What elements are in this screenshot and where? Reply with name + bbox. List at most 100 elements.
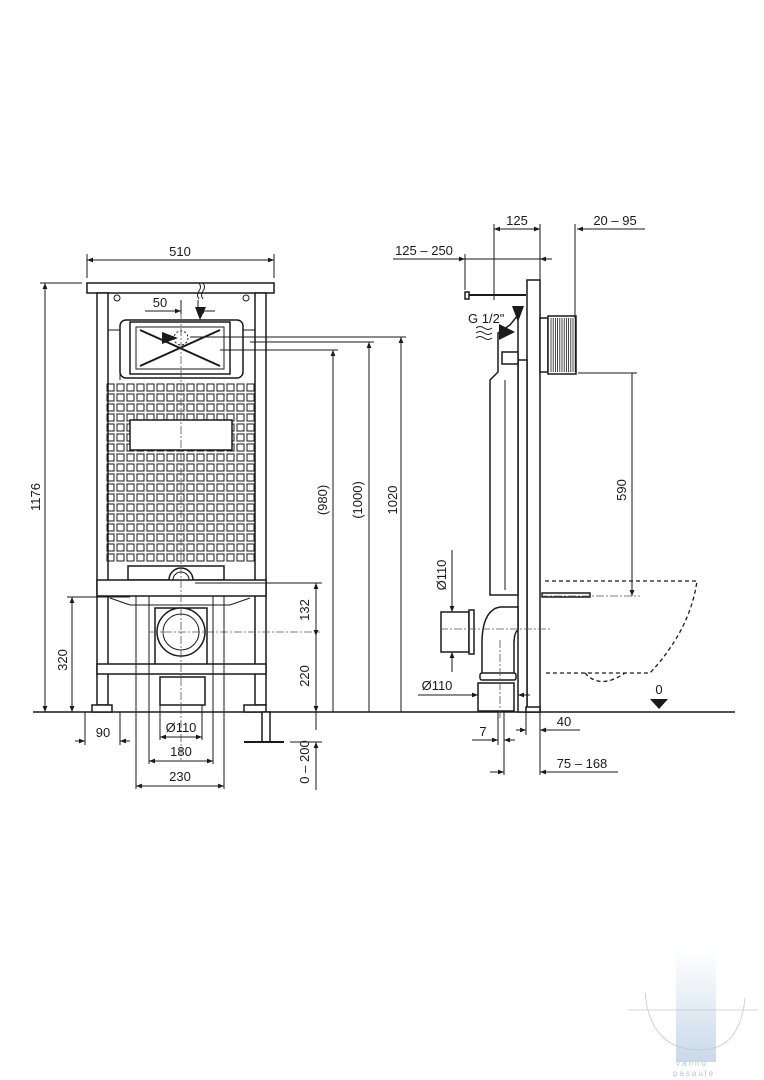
grid-square (226, 453, 235, 462)
grid-square (246, 423, 255, 432)
grid-square (236, 453, 245, 462)
dim-height-1020: 1020 (385, 486, 400, 515)
grid-square (156, 473, 165, 482)
grid-square (166, 483, 175, 492)
grid-square (196, 383, 205, 392)
grid-square (156, 533, 165, 542)
grid-square (206, 473, 215, 482)
grid-square (176, 463, 185, 472)
grid-square (246, 393, 255, 402)
grid-square (186, 473, 195, 482)
grid-square (236, 523, 245, 532)
grid-square (246, 383, 255, 392)
grid-square (136, 503, 145, 512)
grid-square (116, 403, 125, 412)
dim-offset-40: 40 (557, 714, 571, 729)
grid-square (246, 463, 255, 472)
dim-height-1176: 1176 (28, 483, 43, 511)
grid-square (216, 383, 225, 392)
grid-square (226, 553, 235, 562)
grid-square (226, 523, 235, 532)
grid-square (156, 463, 165, 472)
dim-offset-7: 7 (479, 724, 486, 739)
grid-square (136, 523, 145, 532)
grid-square (146, 473, 155, 482)
grid-square (126, 463, 135, 472)
grid-square (206, 553, 215, 562)
front-view-dimensions: 510 1176 50 (980) (1000) 1020 320 90 Ø11… (28, 244, 406, 790)
label-floor-level: 0 (655, 682, 662, 697)
grid-square (116, 383, 125, 392)
dim-height-980: (980) (315, 485, 330, 515)
grid-square (146, 553, 155, 562)
grid-square (116, 503, 125, 512)
grid-square (246, 483, 255, 492)
grid-square (146, 533, 155, 542)
grid-square (246, 403, 255, 412)
grid-square (186, 523, 195, 532)
grid-square (236, 473, 245, 482)
grid-square (196, 463, 205, 472)
grid-square (196, 553, 205, 562)
grid-square (176, 533, 185, 542)
grid-square (186, 543, 195, 552)
grid-square (176, 513, 185, 522)
grid-square (236, 463, 245, 472)
grid-square (106, 523, 115, 532)
grid-square (176, 453, 185, 462)
grid-square (196, 393, 205, 402)
grid-square (166, 533, 175, 542)
dim-depth-125: 125 (506, 213, 528, 228)
grid-square (236, 503, 245, 512)
grid-square (246, 503, 255, 512)
grid-square (126, 383, 135, 392)
dim-width-510: 510 (169, 244, 191, 259)
grid-square (236, 423, 245, 432)
grid-square (106, 453, 115, 462)
dim-height-132: 132 (297, 599, 312, 621)
grid-square (186, 393, 195, 402)
water-inlet-arrow-icon (499, 324, 515, 340)
grid-square (106, 403, 115, 412)
grid-square (156, 523, 165, 532)
grid-square (196, 453, 205, 462)
grid-square (206, 483, 215, 492)
grid-square (216, 493, 225, 502)
grid-square (156, 493, 165, 502)
grid-square (116, 433, 125, 442)
grid-square (156, 483, 165, 492)
grid-square (146, 483, 155, 492)
dim-outlet-110: Ø110 (422, 678, 453, 693)
grid-square (216, 543, 225, 552)
grid-square (206, 383, 215, 392)
grid-square (106, 463, 115, 472)
grid-square (246, 533, 255, 542)
grid-square (226, 393, 235, 402)
grid-square (226, 403, 235, 412)
grid-square (106, 543, 115, 552)
grid-square (186, 483, 195, 492)
grid-square (246, 553, 255, 562)
grid-square (236, 493, 245, 502)
grid-square (106, 443, 115, 452)
grid-square (246, 513, 255, 522)
grid-square (206, 393, 215, 402)
grid-square (146, 383, 155, 392)
dim-outlet-110-vertical: Ø110 (434, 560, 449, 591)
grid-square (116, 413, 125, 422)
grid-square (186, 493, 195, 502)
grid-square (156, 503, 165, 512)
grid-square (186, 403, 195, 412)
grid-square (176, 493, 185, 502)
grid-square (136, 403, 145, 412)
front-view-frame (86, 282, 320, 760)
grid-square (206, 513, 215, 522)
grid-square (166, 403, 175, 412)
grid-square (216, 513, 225, 522)
grid-square (166, 553, 175, 562)
grid-square (106, 513, 115, 522)
dim-plate-20-95: 20 – 95 (593, 213, 636, 228)
dim-supply-125-250: 125 – 250 (395, 243, 453, 258)
grid-square (196, 503, 205, 512)
grid-square (206, 403, 215, 412)
